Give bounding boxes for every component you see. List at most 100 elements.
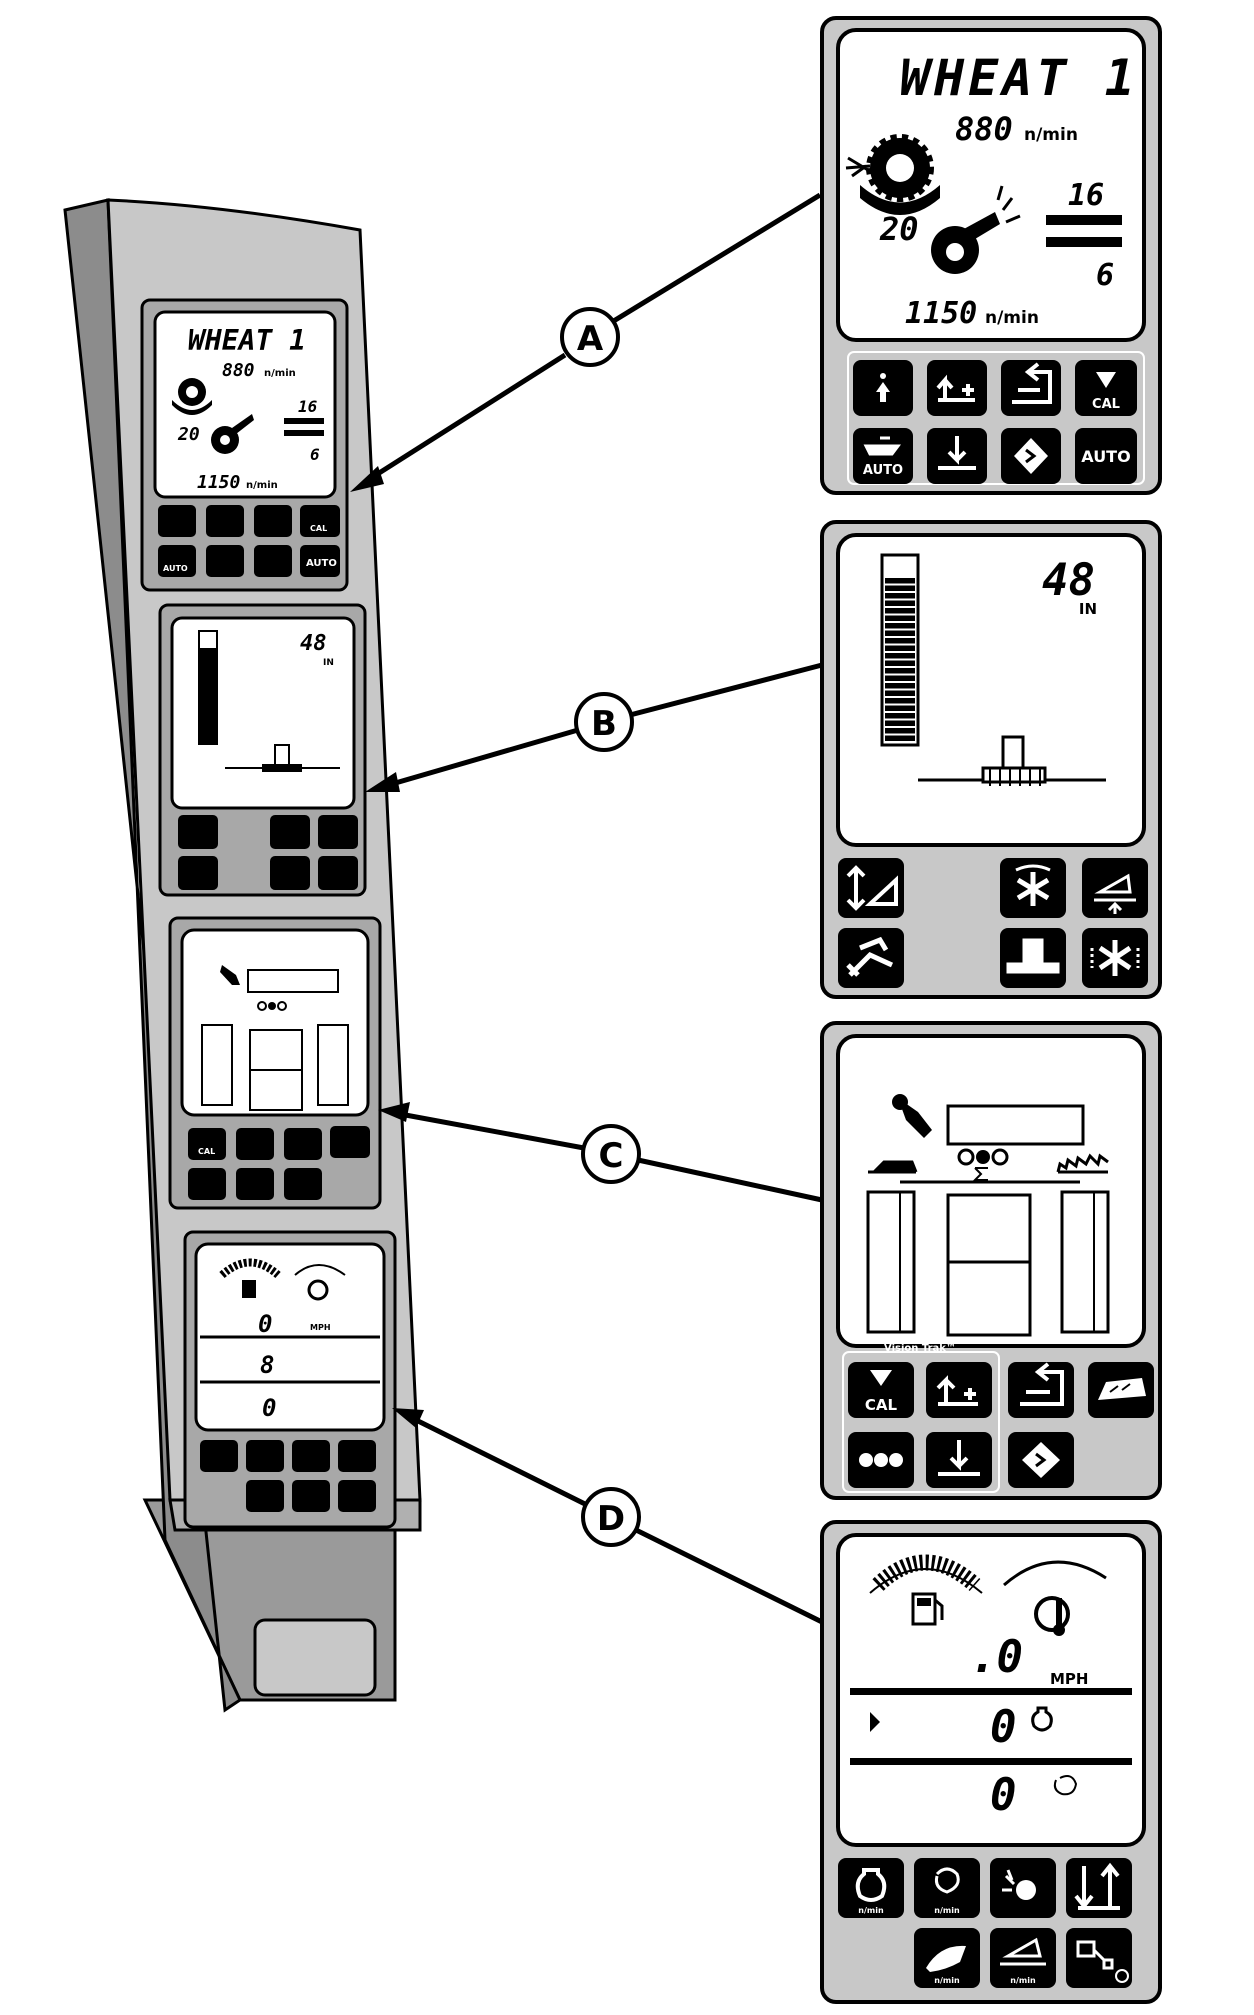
leader-lines (350, 192, 824, 1625)
leader-c-arrow (378, 1102, 410, 1122)
engine-rpm-key[interactable] (838, 1858, 904, 1918)
panel-a-sieve-lower: 6 (1096, 258, 1114, 293)
console-a-key-1[interactable] (158, 505, 196, 537)
header-raise-key[interactable] (927, 360, 987, 416)
console-a-lower: 6 (310, 445, 320, 464)
console-a-key-cal[interactable] (300, 505, 340, 537)
left-header-icon (868, 1160, 918, 1174)
console-a-auto-label: AUTO (306, 558, 337, 569)
dot-1-icon (957, 1148, 975, 1166)
panel-c-cal-label: CAL (865, 1396, 898, 1414)
header-height-key[interactable] (1082, 858, 1148, 918)
console-d-key-2[interactable] (246, 1440, 284, 1472)
console-a-keys: CAL AUTO AUTO (158, 505, 340, 577)
rotor-rpm-key[interactable] (914, 1858, 980, 1918)
panel-c-shortcut-glyph (1035, 1452, 1047, 1468)
console-d-key-4[interactable] (338, 1440, 376, 1472)
operator-icon (876, 372, 890, 402)
more-dot-2 (874, 1453, 888, 1467)
console-b-unit: IN (323, 658, 334, 668)
height-bar-segment (885, 585, 915, 591)
rotor-icon (845, 134, 940, 215)
console-b-key-6[interactable] (318, 856, 358, 890)
console-d-keys (200, 1440, 376, 1512)
console-a-crop: WHEAT 1 (188, 324, 306, 357)
console-a-key-3[interactable] (254, 505, 292, 537)
console-d-key-6[interactable] (292, 1480, 330, 1512)
console-d-key-3[interactable] (292, 1440, 330, 1472)
header-height-icon (1094, 873, 1136, 914)
panel-c: Vision Trak™ CAL (820, 1021, 1162, 1500)
console-b-key-1[interactable] (178, 815, 218, 849)
cal-arrow-icon (1096, 372, 1116, 388)
panel-a-auto-small-label: AUTO (863, 463, 903, 478)
panel-c-brand: Vision Trak™ (884, 1343, 956, 1354)
console-c-keys: CAL (188, 1126, 370, 1200)
auto-header-key[interactable] (853, 428, 913, 484)
panel-c-keys: CAL (848, 1362, 1154, 1488)
console-a-key-auto[interactable] (300, 545, 340, 577)
panel-a-fan-unit: n/min (985, 308, 1039, 328)
console-c-key-2[interactable] (236, 1128, 274, 1160)
auto-key[interactable] (1075, 428, 1137, 484)
console-c-dot-2 (268, 1002, 276, 1010)
more-dot-1 (859, 1453, 873, 1467)
console-a-cal-label: CAL (310, 524, 327, 533)
panel-d-speed-unit: MPH (1050, 1670, 1088, 1688)
console-b-key-5[interactable] (270, 856, 310, 890)
console-c-wrench-icon (220, 965, 240, 985)
console-b-header-base (262, 764, 302, 772)
panel-d-row3: 0 (990, 1770, 1017, 1821)
console-b-key-4[interactable] (178, 856, 218, 890)
console-c-key-cal[interactable] (188, 1128, 226, 1160)
console-d-key-5[interactable] (246, 1480, 284, 1512)
console-d-unit: MPH (310, 1323, 331, 1332)
console-c-key-6[interactable] (236, 1168, 274, 1200)
console-a-key-auto-small[interactable] (158, 545, 196, 577)
engine-rpm-unit: n/min (858, 1906, 884, 1915)
panel-a-cal-label: CAL (1092, 397, 1120, 412)
console-column-window (253, 1618, 377, 1697)
panel-c-name-box (946, 1104, 1085, 1146)
panel-b-height: 48 (1042, 555, 1095, 606)
reel-speed-icon (1016, 872, 1050, 906)
height-bar-segment (885, 690, 915, 696)
console-d-row3: 0 (262, 1394, 276, 1422)
panel-c-header-raise-icon (936, 1375, 978, 1406)
ground-speed-key[interactable] (990, 1928, 1056, 1988)
panel-c-cal-key[interactable] (848, 1362, 914, 1418)
console-a-key-2[interactable] (206, 505, 244, 537)
height-bar-segment (885, 608, 915, 614)
rotor-speed-icon (1053, 1775, 1078, 1796)
console-d-key-1[interactable] (200, 1440, 238, 1472)
console-a-key-6[interactable] (254, 545, 292, 577)
settings-key[interactable] (1066, 1928, 1132, 1988)
console-a-fan-icon (211, 414, 254, 454)
height-bar-segment (885, 615, 915, 621)
console-b-height-bar (198, 630, 218, 745)
wrench-head-icon (892, 1094, 908, 1110)
console-c-key-7[interactable] (284, 1168, 322, 1200)
console-a-rotor-icon (172, 378, 212, 415)
panel-d-row2: 0 (990, 1702, 1017, 1753)
console-b-key-2[interactable] (270, 815, 310, 849)
leader-b-arrow (365, 772, 400, 792)
console-c-key-5[interactable] (188, 1168, 226, 1200)
center-tank (946, 1193, 1032, 1337)
console-c-dot-3 (277, 1001, 287, 1011)
panel-c-header-raise-key[interactable] (926, 1362, 992, 1418)
console-c-left-tank (201, 1024, 233, 1106)
auto-header-icon (863, 436, 901, 456)
console-c-key-3[interactable] (284, 1128, 322, 1160)
height-bar-segment (885, 683, 915, 689)
reel-fore-aft-icon (1098, 940, 1132, 976)
console-a-key-5[interactable] (206, 545, 244, 577)
panel-b: 48 IN (820, 520, 1162, 999)
console-d-key-7[interactable] (338, 1480, 376, 1512)
header-lower-icon (938, 436, 976, 470)
panel-d-keys: n/min n/min n/min n/min (838, 1858, 1132, 1988)
console-c-key-4[interactable] (330, 1126, 370, 1158)
console-unit: WHEAT 1 880 n/min 20 16 6 1150 n/min CAL… (63, 198, 422, 1713)
console-b-key-3[interactable] (318, 815, 358, 849)
